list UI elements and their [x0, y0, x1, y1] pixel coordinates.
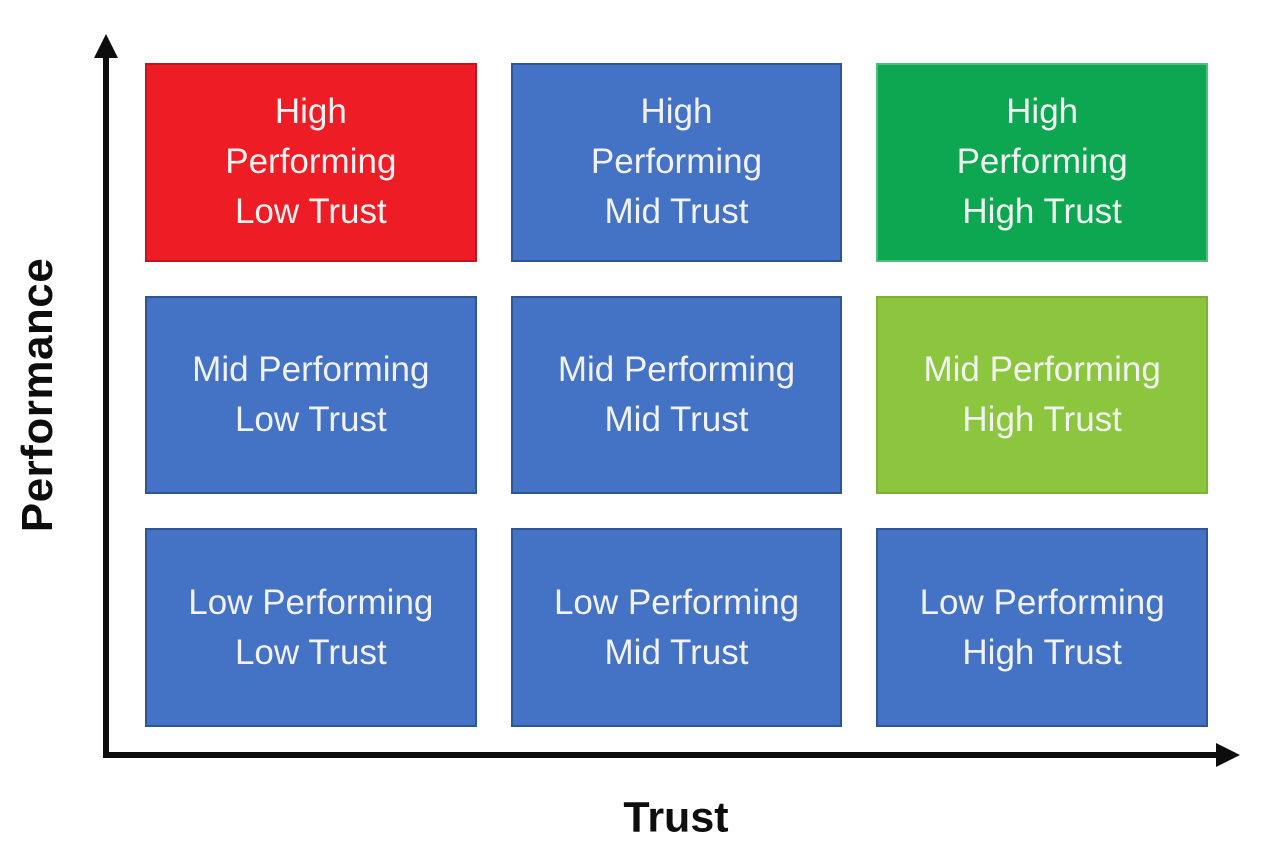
matrix-cell-high-performing-high-trust: High Performing High Trust — [876, 63, 1208, 262]
matrix-cell-mid-performing-low-trust: Mid Performing Low Trust — [145, 295, 477, 495]
x-axis-line — [103, 752, 1220, 758]
matrix-cell-high-performing-low-trust: High Performing Low Trust — [145, 63, 477, 262]
y-axis-line — [103, 52, 109, 758]
x-axis-arrow-icon — [1216, 743, 1240, 767]
y-axis-arrow-icon — [94, 34, 118, 58]
matrix-cell-low-performing-high-trust: Low Performing High Trust — [876, 528, 1208, 727]
y-axis-label: Performance — [13, 257, 62, 533]
matrix-cell-low-performing-mid-trust: Low Performing Mid Trust — [510, 528, 843, 727]
matrix-cell-high-performing-mid-trust: High Performing Mid Trust — [510, 63, 843, 262]
matrix-cell-low-performing-low-trust: Low Performing Low Trust — [145, 528, 477, 727]
matrix-grid: High Performing Low Trust High Performin… — [145, 63, 1208, 727]
matrix-cell-mid-performing-mid-trust: Mid Performing Mid Trust — [510, 295, 843, 495]
matrix-cell-mid-performing-high-trust: Mid Performing High Trust — [876, 295, 1208, 495]
x-axis-label: Trust — [623, 793, 729, 842]
